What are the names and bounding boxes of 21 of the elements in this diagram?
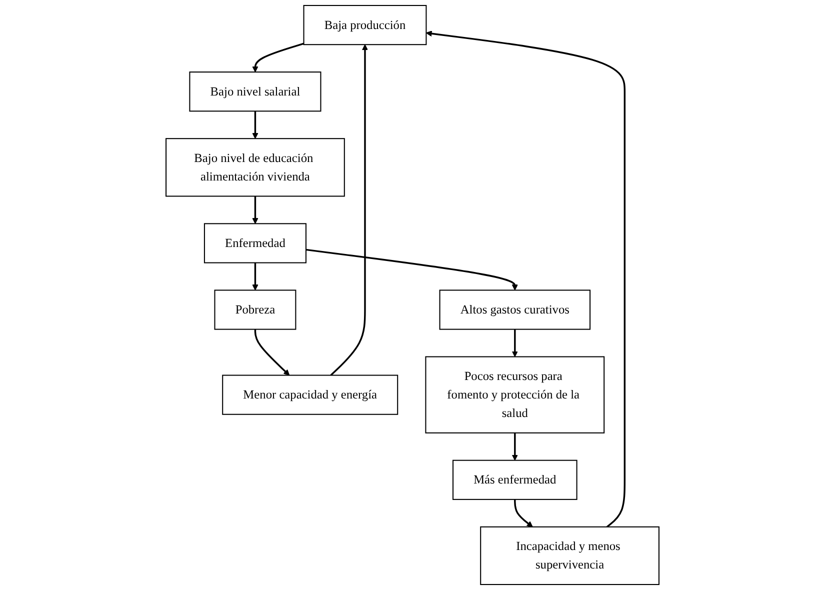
- node-box: Enfermedad: [204, 223, 306, 264]
- node-box: Bajo nivel de educación alimentación vivienda: [166, 138, 345, 197]
- node-box: Pocos recursos para fomento y protección de la salud: [425, 356, 605, 434]
- arrow: [252, 42, 304, 72]
- node-box: Altos gastos curativos: [439, 290, 591, 330]
- arrow: [252, 196, 258, 224]
- arrow: [252, 111, 258, 139]
- node-box: Más enfermedad: [452, 460, 578, 500]
- node-box: Incapacidad y menos supervivencia: [480, 526, 660, 586]
- arrow: [514, 499, 533, 528]
- arrow: [512, 329, 518, 358]
- arrow: [306, 248, 518, 290]
- node-box: Pobreza: [214, 290, 296, 330]
- arrow: [330, 44, 368, 376]
- arrow: [254, 329, 290, 376]
- node-box: Bajo nivel salarial: [189, 72, 322, 112]
- node-box: Menor capacidad y energía: [222, 374, 398, 415]
- arrow: [512, 432, 518, 461]
- arrow: [252, 262, 258, 290]
- arrow: [426, 30, 626, 528]
- node-box: Baja producción: [303, 4, 427, 46]
